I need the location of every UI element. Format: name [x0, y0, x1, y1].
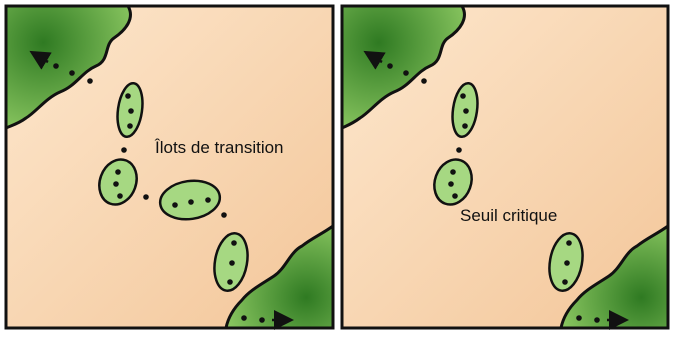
panel-left-label: Îlots de transition — [154, 138, 284, 157]
panel-right: Seuil critique — [342, 6, 668, 328]
panel-right-label: Seuil critique — [460, 206, 557, 225]
panel-left: Îlots de transition — [6, 6, 333, 328]
